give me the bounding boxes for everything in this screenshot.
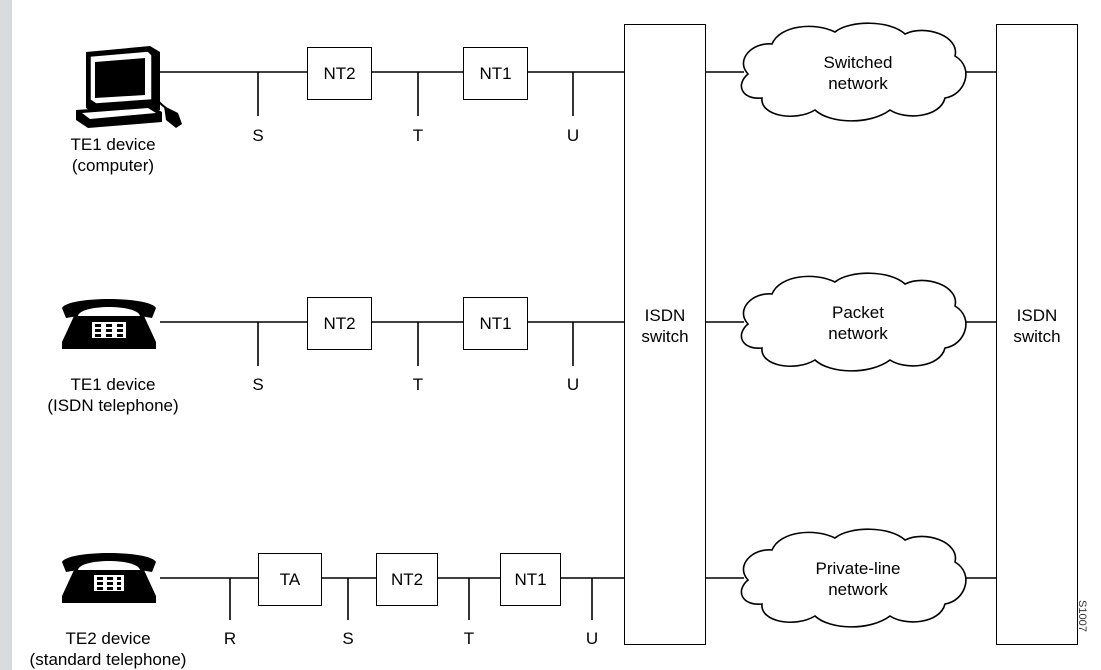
standard-telephone-icon [62, 553, 156, 603]
isdn-telephone-icon [62, 299, 156, 349]
device-computer-line2: (computer) [70, 155, 155, 176]
device-std-phone-line2: (standard telephone) [30, 649, 187, 670]
device-isdn-phone-line1: TE1 device [47, 374, 178, 395]
computer-icon [76, 46, 182, 128]
device-label-computer: TE1 device (computer) [70, 134, 155, 176]
device-label-std-phone: TE2 device (standard telephone) [30, 628, 187, 670]
device-label-isdn-phone: TE1 device (ISDN telephone) [47, 374, 178, 416]
device-computer-line1: TE1 device [70, 134, 155, 155]
device-std-phone-line1: TE2 device [30, 628, 187, 649]
catalog-number: S1007 [1076, 600, 1088, 632]
device-isdn-phone-line2: (ISDN telephone) [47, 395, 178, 416]
